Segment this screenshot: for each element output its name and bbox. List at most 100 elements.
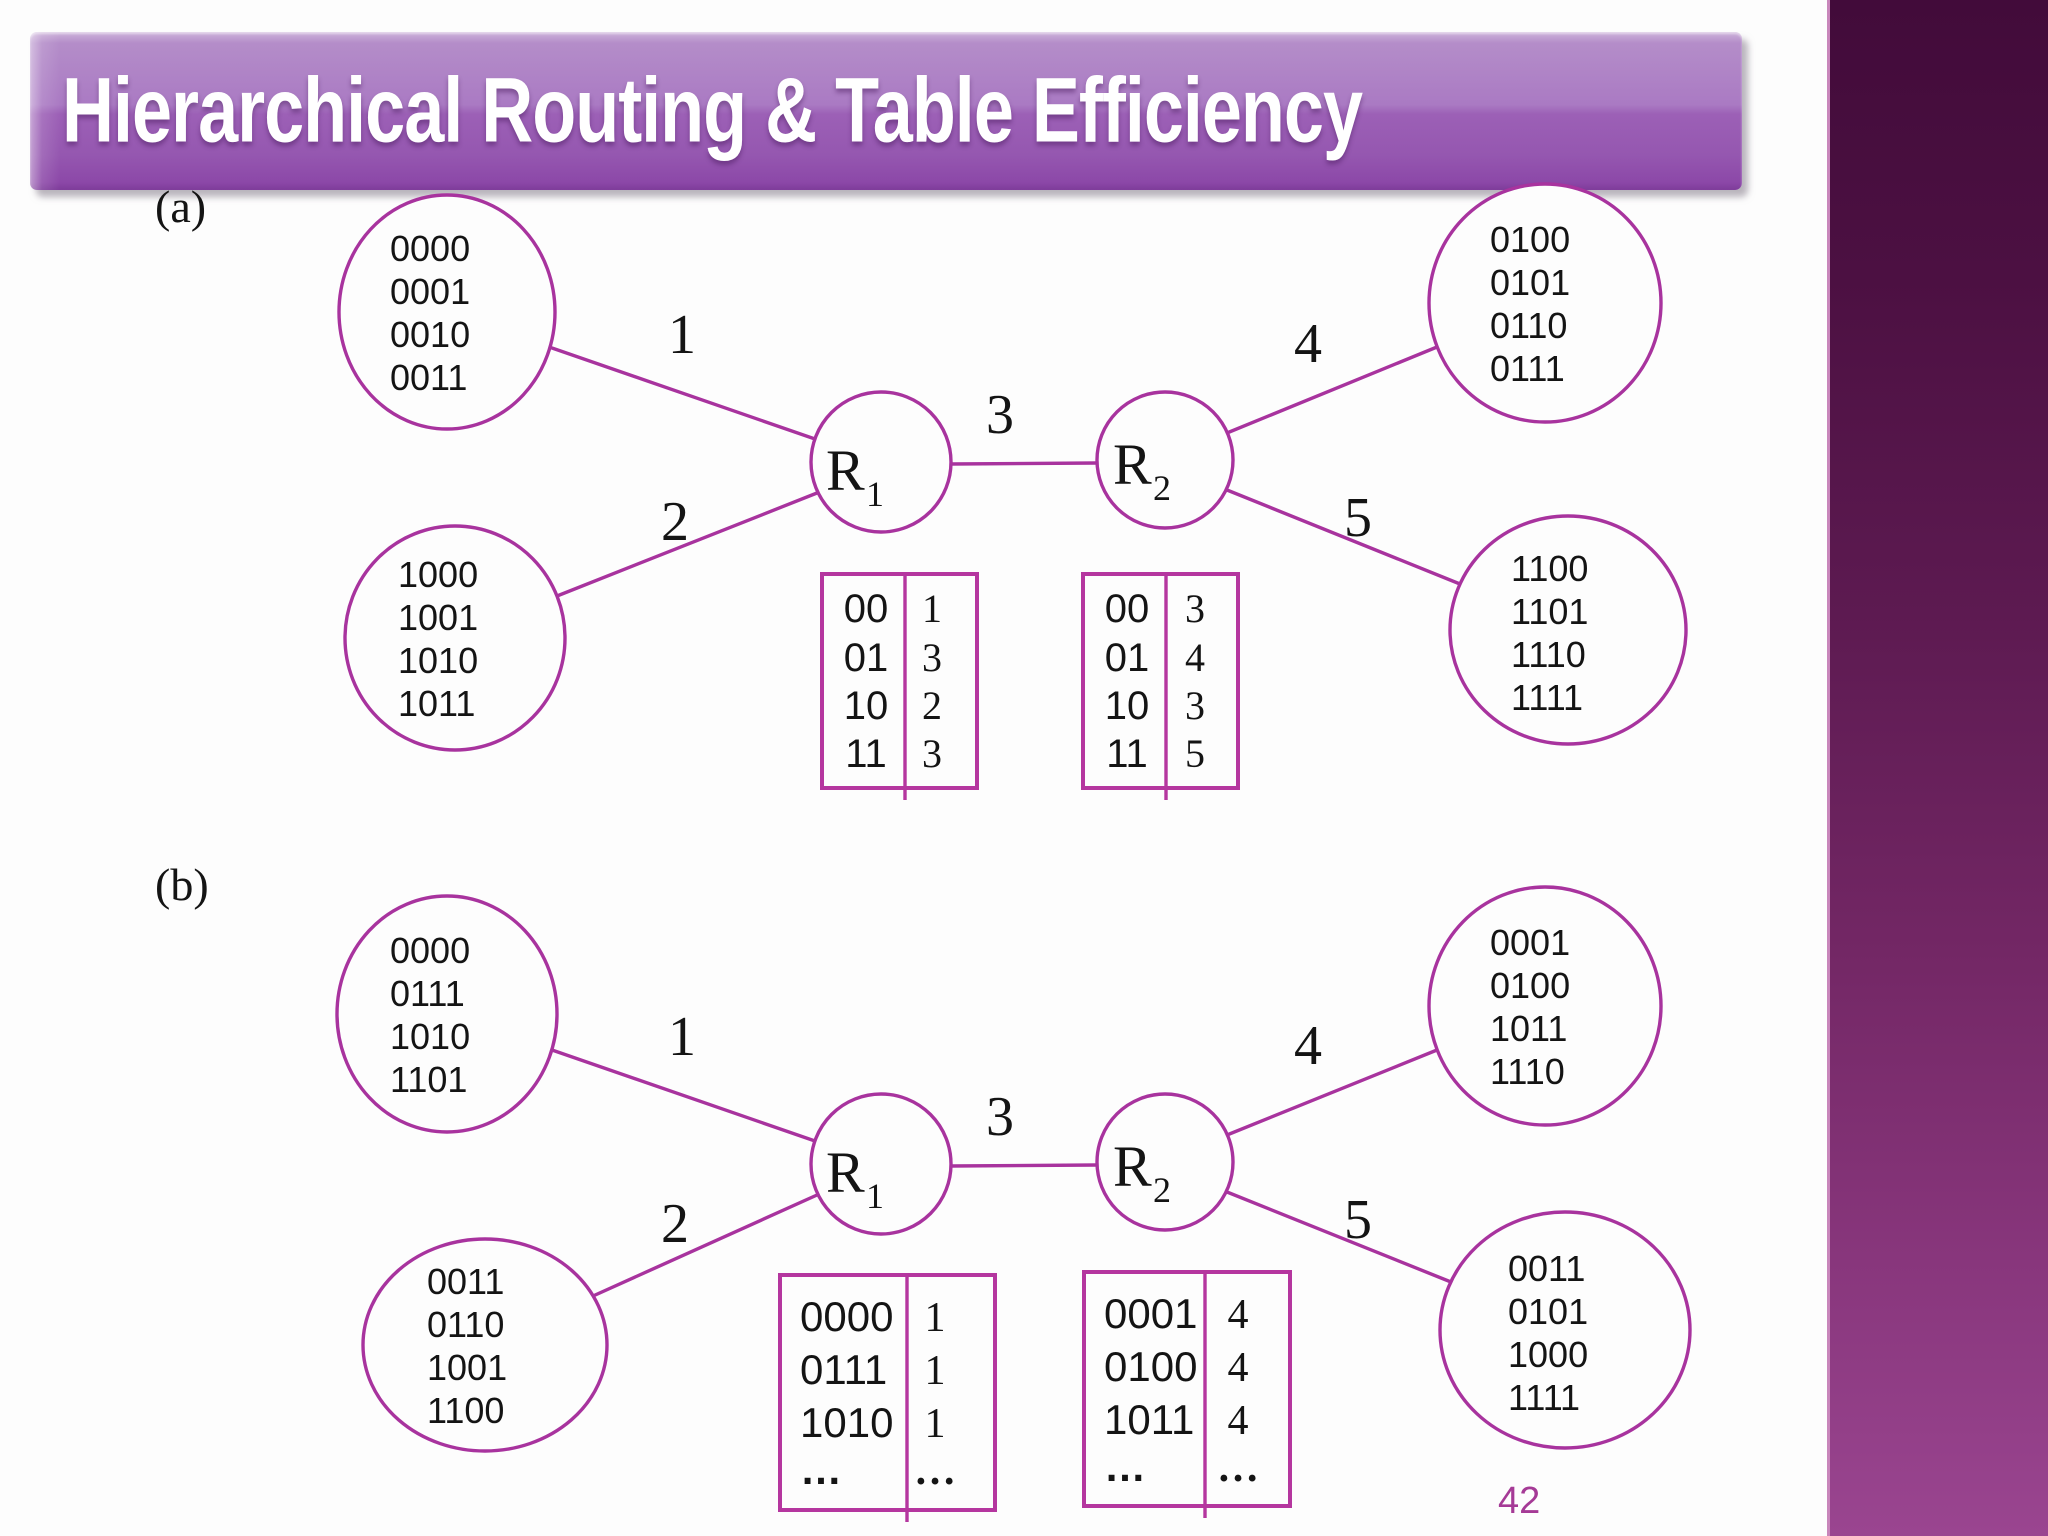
- table-cell-prefix: 00: [844, 587, 889, 631]
- r2-routing-table: [1082, 1270, 1292, 1508]
- network-cloud: [337, 193, 557, 431]
- link-4-line: [1220, 1048, 1439, 1139]
- router-r2-label: R: [1113, 432, 1152, 497]
- cloud-address: 0011: [390, 357, 467, 398]
- r2-routing-table: [1081, 572, 1240, 790]
- table-cell-port: 4: [1228, 1345, 1249, 1391]
- cloud-address: 0101: [1508, 1291, 1588, 1332]
- r1-routing-table: [778, 1273, 997, 1512]
- part-b-label: (b): [155, 859, 209, 910]
- link-3-line: [949, 461, 1099, 466]
- cloud-address: 1110: [1490, 1051, 1565, 1092]
- cloud-address: 1100: [427, 1390, 504, 1431]
- link-3-label: 3: [986, 1086, 1014, 1148]
- cloud-address: 0001: [390, 271, 470, 312]
- network-cloud: [1427, 182, 1663, 424]
- table-cell-prefix: 10: [844, 684, 889, 728]
- cloud-address: 1000: [1508, 1334, 1588, 1375]
- link-4-label: 4: [1294, 1015, 1322, 1077]
- network-cloud: [1438, 1210, 1692, 1450]
- router-r1-label: R: [826, 1140, 865, 1205]
- cloud-address: 1011: [1490, 1008, 1567, 1049]
- network-cloud: [1448, 514, 1688, 746]
- title-banner: Hierarchical Routing & Table Efficiency: [30, 32, 1742, 190]
- router-r2-subscript: 2: [1153, 1170, 1171, 1210]
- table-cell-port: 1: [922, 586, 942, 631]
- router-r1-label: R: [826, 438, 865, 503]
- table-cell-port: 1: [925, 1401, 946, 1447]
- table-cell-prefix: 11: [845, 732, 887, 776]
- table-cell-prefix: 0111: [800, 1346, 887, 1393]
- table-cell-prefix: 11: [1106, 732, 1148, 776]
- link-2-line: [591, 1193, 819, 1298]
- table-cell-prefix: 01: [844, 636, 889, 680]
- table-cell-prefix: 00: [1105, 587, 1150, 631]
- table-cell-port: 3: [1185, 586, 1205, 631]
- cloud-address: 1111: [1508, 1377, 1580, 1418]
- slide-title: Hierarchical Routing & Table Efficiency: [62, 59, 1363, 163]
- table-cell-port: …: [1217, 1445, 1259, 1491]
- cloud-address: 1011: [398, 683, 475, 724]
- table-cell-prefix: …: [1104, 1443, 1146, 1490]
- r1-routing-table: [820, 572, 979, 790]
- link-5-line: [1220, 486, 1462, 586]
- link-4-line: [1220, 345, 1439, 437]
- part-a-label: (a): [155, 181, 206, 232]
- link-2-label: 2: [661, 1193, 689, 1255]
- cloud-address: 0011: [427, 1261, 504, 1302]
- table-cell-prefix: 1011: [1104, 1396, 1194, 1443]
- network-cloud: [361, 1237, 609, 1453]
- router-r2-label: R: [1113, 1134, 1152, 1199]
- table-cell-port: 1: [925, 1295, 946, 1341]
- cloud-address: 0100: [1490, 219, 1570, 260]
- cloud-address: 1110: [1511, 634, 1586, 675]
- table-cell-port: 3: [922, 731, 942, 776]
- router-r2: [1095, 1092, 1235, 1232]
- table-cell-port: 4: [1228, 1292, 1249, 1338]
- network-cloud: [335, 894, 559, 1134]
- table-cell-prefix: 0100: [1104, 1343, 1197, 1390]
- cloud-address: 1111: [1511, 677, 1583, 718]
- cloud-address: 0110: [1490, 305, 1567, 346]
- cloud-address: 1001: [398, 597, 478, 638]
- cloud-address: 0011: [1508, 1248, 1585, 1289]
- router-r1-subscript: 1: [866, 1176, 884, 1216]
- router-r2: [1095, 390, 1235, 530]
- cloud-address: 1000: [398, 554, 478, 595]
- link-5-label: 5: [1344, 1189, 1372, 1251]
- cloud-address: 0111: [1490, 348, 1565, 389]
- network-cloud: [343, 524, 567, 752]
- link-2-line: [555, 491, 819, 598]
- link-1-label: 1: [668, 1006, 696, 1068]
- cloud-address: 0001: [1490, 922, 1570, 963]
- router-r2-subscript: 2: [1153, 468, 1171, 508]
- link-1-label: 1: [668, 304, 696, 366]
- link-2-label: 2: [661, 491, 689, 553]
- link-3-label: 3: [986, 384, 1014, 446]
- page-number: 42: [1498, 1480, 1541, 1522]
- table-cell-prefix: 10: [1105, 684, 1150, 728]
- cloud-address: 1100: [1511, 548, 1588, 589]
- table-cell-port: …: [914, 1448, 956, 1494]
- cloud-address: 0101: [1490, 262, 1570, 303]
- table-cell-port: 2: [922, 683, 942, 728]
- table-cell-port: 3: [922, 635, 942, 680]
- table-cell-port: 4: [1185, 635, 1205, 680]
- cloud-address: 0110: [427, 1304, 504, 1345]
- cloud-address: 1001: [427, 1347, 507, 1388]
- cloud-address: 0010: [390, 314, 470, 355]
- network-cloud: [1427, 885, 1663, 1127]
- cloud-address: 1101: [1511, 591, 1588, 632]
- router-r1: [809, 390, 953, 534]
- router-r1: [809, 1092, 953, 1236]
- router-r1-subscript: 1: [866, 474, 884, 514]
- table-cell-port: 4: [1228, 1398, 1249, 1444]
- table-cell-prefix: 1010: [800, 1399, 893, 1446]
- table-cell-prefix: 0001: [1104, 1290, 1197, 1337]
- cloud-address: 1101: [390, 1059, 467, 1100]
- table-cell-prefix: …: [800, 1446, 842, 1493]
- link-3-line: [949, 1163, 1099, 1168]
- cloud-address: 0000: [390, 228, 470, 269]
